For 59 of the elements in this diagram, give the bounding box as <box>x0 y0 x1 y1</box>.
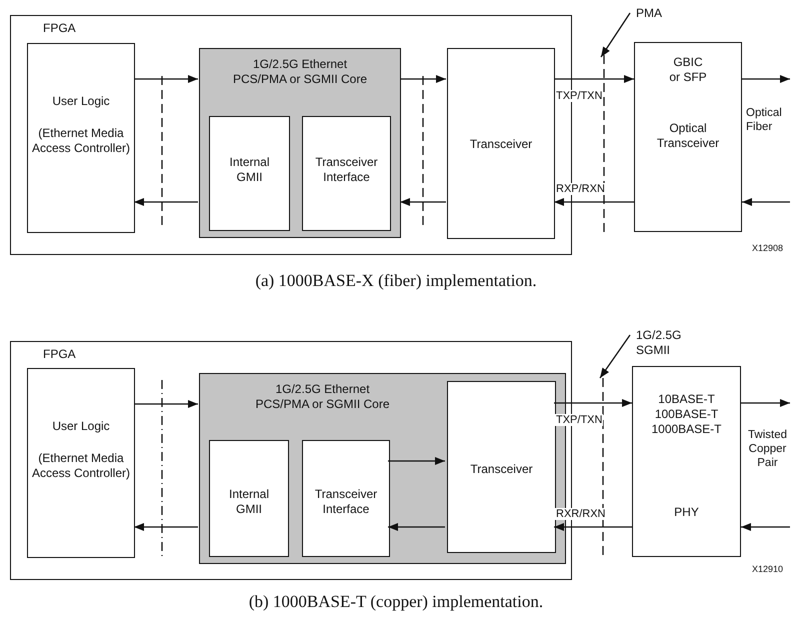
callout-label: PMA <box>636 6 662 21</box>
block-label: 10BASE-T 100BASE-T 1000BASE-T <box>650 392 723 437</box>
signal-arrow <box>134 75 198 83</box>
signal-label: RXP/RXN <box>555 183 606 195</box>
figure-caption: (b) 1000BASE-T (copper) implementation. <box>248 592 544 611</box>
signal-arrow <box>134 400 198 408</box>
block-label: Internal GMII <box>228 487 270 517</box>
block-label: Optical Transceiver <box>656 121 720 151</box>
leader-arrow <box>599 334 631 378</box>
signal-arrow <box>134 523 198 531</box>
signal-arrow <box>554 523 632 531</box>
block <box>447 48 555 239</box>
signal-label: TXP/TXN <box>555 414 604 426</box>
block <box>634 42 742 232</box>
signal-arrow <box>741 523 790 531</box>
block <box>302 116 391 231</box>
figure-number: X12910 <box>752 564 784 574</box>
leader-arrow <box>600 12 631 58</box>
signal-arrow <box>742 198 790 206</box>
medium-label: Twisted Copper Pair <box>748 429 787 469</box>
block-label: Internal GMII <box>228 155 271 185</box>
signal-arrow <box>742 75 790 83</box>
block <box>447 381 556 553</box>
signal-arrow <box>554 198 634 206</box>
block <box>302 440 390 557</box>
signal-label: TXP/TXN <box>555 90 604 102</box>
block <box>209 440 289 557</box>
block-title: 1G/2.5G Ethernet PCS/PMA or SGMII Core <box>232 57 368 87</box>
block <box>27 43 135 233</box>
signal-arrow <box>388 523 445 531</box>
block <box>632 366 741 557</box>
block <box>209 116 290 231</box>
callout-label: 1G/2.5G SGMII <box>636 328 682 358</box>
figure-number: X12908 <box>752 243 784 253</box>
figure-caption: (a) 1000BASE-X (fiber) implementation. <box>255 271 537 290</box>
medium-label: Optical Fiber <box>746 107 782 133</box>
block-label: User Logic <box>52 94 110 109</box>
block-label: PHY <box>674 505 699 520</box>
signal-arrow <box>400 75 446 83</box>
signal-arrow <box>388 457 445 465</box>
signal-arrow <box>400 198 446 206</box>
block-label: Transceiver Interface <box>314 155 379 185</box>
signal-arrow <box>554 75 634 83</box>
block-title: 1G/2.5G Ethernet PCS/PMA or SGMII Core <box>254 382 391 412</box>
block <box>27 368 135 558</box>
block-label: GBIC or SFP <box>669 55 707 85</box>
block-label: (Ethernet Media Access Controller) <box>31 451 131 481</box>
signal-label: RXR/RXN <box>555 508 607 520</box>
block-title: FPGA <box>43 347 76 362</box>
block-label: Transceiver Interface <box>314 487 378 517</box>
block-label: (Ethernet Media Access Controller) <box>31 126 131 156</box>
block-label: User Logic <box>52 419 110 434</box>
block-label: Transceiver <box>470 462 533 477</box>
signal-arrow <box>134 198 198 206</box>
block-title: FPGA <box>43 21 76 36</box>
block-label: Transceiver <box>470 137 532 152</box>
signal-arrow <box>554 399 632 407</box>
signal-arrow <box>741 399 790 407</box>
core-block <box>199 48 401 238</box>
